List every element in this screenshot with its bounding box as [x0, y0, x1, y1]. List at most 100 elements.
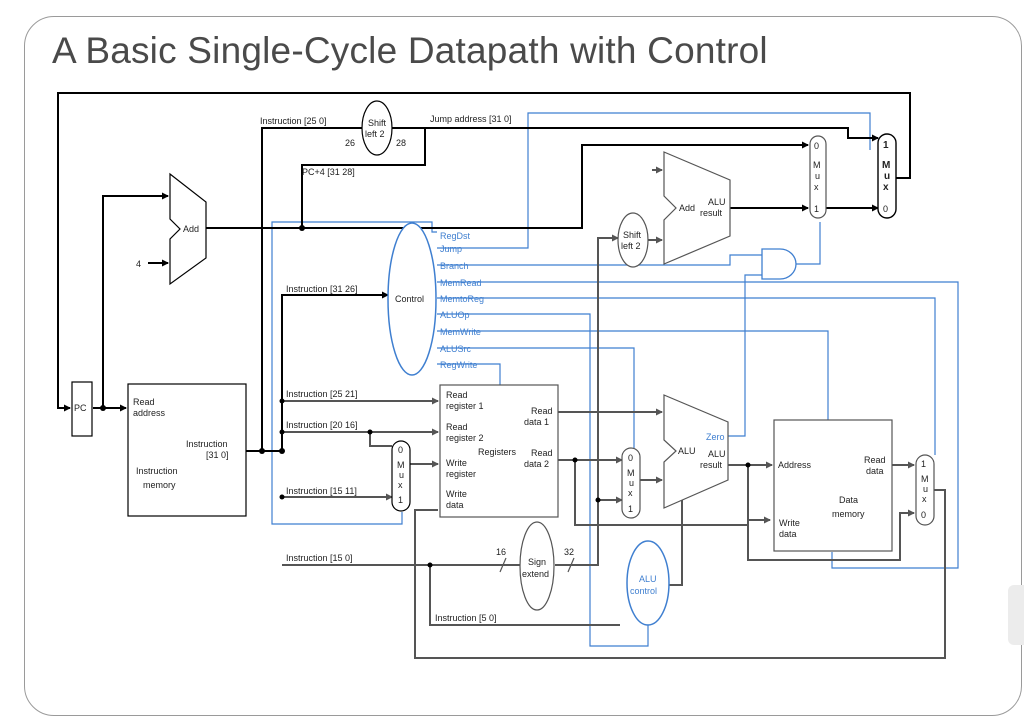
label-instr-15-11: Instruction [15 11] — [286, 486, 357, 496]
svg-text:data: data — [866, 466, 884, 476]
mux-jump: 1 M u x 0 — [877, 133, 897, 219]
branch-and-gate — [761, 248, 797, 280]
signal-memread: MemRead — [440, 278, 482, 288]
data-memory: Address Read data Data memory Write data — [773, 419, 893, 552]
branch-adder: Add ALU result — [663, 151, 731, 265]
label-28: 28 — [396, 138, 406, 148]
label-16: 16 — [496, 547, 506, 557]
constant-four: 4 — [136, 259, 141, 269]
slide-frame — [24, 16, 1022, 716]
mux-alusrc: 0 M u x 1 — [621, 447, 641, 519]
svg-text:register: register — [446, 469, 476, 479]
signal-regdst: RegDst — [440, 231, 471, 241]
svg-text:u: u — [815, 171, 820, 181]
svg-text:Add: Add — [679, 203, 695, 213]
bus-slash-16 — [499, 557, 507, 573]
svg-text:u: u — [399, 470, 404, 480]
svg-text:Add: Add — [183, 224, 199, 234]
svg-text:Read: Read — [531, 448, 553, 458]
svg-text:result: result — [700, 460, 723, 470]
svg-text:Shift: Shift — [368, 118, 387, 128]
svg-text:data: data — [446, 500, 464, 510]
svg-text:left 2: left 2 — [365, 129, 385, 139]
svg-text:Instruction: Instruction — [136, 466, 178, 476]
svg-text:Control: Control — [395, 294, 424, 304]
svg-text:data: data — [779, 529, 797, 539]
wire-junctions — [100, 225, 751, 568]
svg-text:x: x — [628, 488, 633, 498]
svg-text:ALU: ALU — [678, 446, 696, 456]
label-instr-25-0: Instruction [25 0] — [260, 116, 327, 126]
svg-text:Read: Read — [446, 422, 468, 432]
gray-wires — [282, 166, 946, 659]
svg-text:1: 1 — [883, 140, 889, 151]
svg-text:0: 0 — [628, 453, 633, 463]
label-pc4: PC+4 [31 28] — [302, 167, 355, 177]
alu-control: ALU control — [626, 540, 670, 626]
svg-text:ALU: ALU — [708, 197, 726, 207]
svg-text:ALU: ALU — [708, 449, 726, 459]
instruction-memory: Read address Instruction [31 0] Instruct… — [127, 383, 247, 517]
svg-text:Write: Write — [446, 489, 467, 499]
svg-text:result: result — [700, 208, 723, 218]
svg-text:M: M — [813, 160, 821, 170]
svg-text:Read: Read — [531, 406, 553, 416]
svg-text:0: 0 — [398, 445, 403, 455]
svg-text:Sign: Sign — [528, 557, 546, 567]
slide-title: A Basic Single-Cycle Datapath with Contr… — [52, 30, 768, 71]
svg-text:control: control — [630, 586, 657, 596]
svg-text:0: 0 — [814, 141, 819, 151]
pc-register: PC — [71, 381, 93, 437]
svg-text:[31 0]: [31 0] — [206, 450, 229, 460]
pc-adder: Add — [169, 172, 207, 286]
svg-text:memory: memory — [143, 480, 176, 490]
sign-extend: Sign extend — [519, 521, 555, 611]
shift-left-2-jump: Shift left 2 — [361, 100, 393, 156]
svg-text:M: M — [882, 160, 890, 171]
svg-text:0: 0 — [883, 204, 888, 214]
svg-text:x: x — [922, 494, 927, 504]
svg-text:1: 1 — [398, 495, 403, 505]
svg-text:Shift: Shift — [623, 230, 642, 240]
signal-memwrite: MemWrite — [440, 327, 481, 337]
svg-text:address: address — [133, 408, 166, 418]
svg-text:M: M — [397, 460, 405, 470]
svg-text:left 2: left 2 — [621, 241, 641, 251]
svg-text:Instruction: Instruction — [186, 439, 228, 449]
label-instr-5-0: Instruction [5 0] — [435, 613, 497, 623]
label-instr-31-26: Instruction [31 26] — [286, 284, 358, 294]
svg-text:data 1: data 1 — [524, 417, 549, 427]
mux-memtoreg: 1 M u x 0 — [915, 454, 935, 526]
signal-jump: Jump — [440, 244, 462, 254]
bus-slash-32 — [567, 557, 575, 573]
signal-branch: Branch — [440, 261, 469, 271]
signal-regwrite: RegWrite — [440, 360, 477, 370]
svg-text:Write: Write — [446, 458, 467, 468]
svg-text:ALU: ALU — [639, 574, 657, 584]
label-instr-20-16: Instruction [20 16] — [286, 420, 358, 430]
edge-tab — [1008, 585, 1024, 645]
svg-text:1: 1 — [628, 504, 633, 514]
svg-text:1: 1 — [814, 204, 819, 214]
svg-text:u: u — [629, 478, 634, 488]
svg-text:Read: Read — [446, 390, 468, 400]
label-instr-15-0: Instruction [15 0] — [286, 553, 353, 563]
svg-text:M: M — [921, 474, 929, 484]
svg-text:Read: Read — [864, 455, 886, 465]
signal-alusrc: ALUSrc — [440, 344, 472, 354]
svg-text:memory: memory — [832, 509, 865, 519]
svg-text:Registers: Registers — [478, 447, 517, 457]
svg-text:x: x — [398, 480, 403, 490]
main-alu: ALU ALU result — [663, 394, 729, 509]
svg-text:extend: extend — [522, 569, 549, 579]
mux-regdst: 0 M u x 1 — [391, 440, 411, 512]
svg-text:x: x — [814, 182, 819, 192]
label-jump-address: Jump address [31 0] — [430, 114, 512, 124]
register-file: Read register 1 Read register 2 Write re… — [439, 384, 559, 518]
control-unit: Control — [387, 222, 437, 376]
svg-text:1: 1 — [921, 459, 926, 469]
label-instr-25-21: Instruction [25 21] — [286, 389, 358, 399]
svg-text:0: 0 — [921, 510, 926, 520]
datapath-diagram: PC Add 4 Read address Instruction [31 0]… — [57, 92, 959, 659]
svg-text:u: u — [884, 171, 890, 182]
